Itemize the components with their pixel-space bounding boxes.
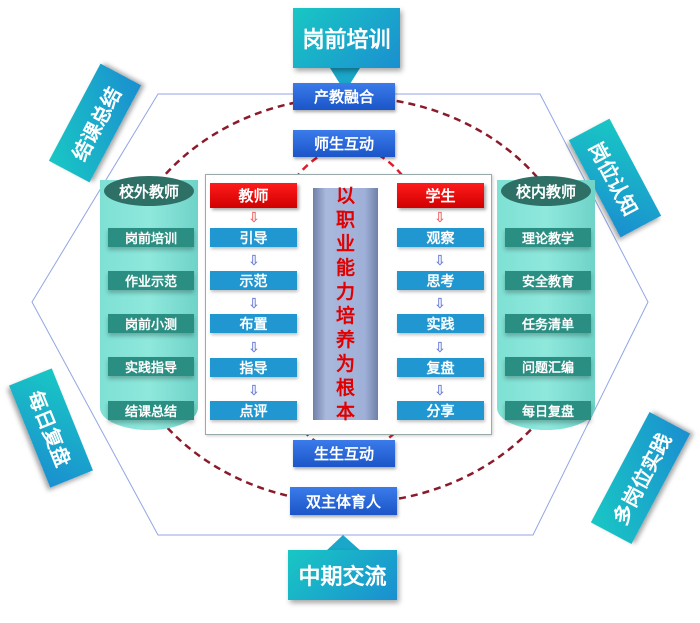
teacher-step: 指导 [210, 358, 297, 377]
right-cylinder-title: 校内教师 [501, 176, 591, 206]
left-item: 岗前培训 [108, 228, 194, 247]
teacher-step: 示范 [210, 271, 297, 290]
right-item: 安全教育 [505, 271, 591, 290]
left-item: 实践指导 [108, 357, 194, 376]
teacher-step: 布置 [210, 314, 297, 333]
teacher-step: 引导 [210, 228, 297, 247]
pillar-text: 以职业能力培养为根本 [335, 185, 355, 423]
callout-bottom: 中期交流 [288, 550, 397, 600]
left-cylinder: 校外教师 岗前培训 作业示范 岗前小测 实践指导 结课总结 [100, 176, 198, 430]
right-item: 理论教学 [505, 228, 591, 247]
student-step: 实践 [397, 314, 484, 333]
student-header: 学生 [397, 183, 484, 208]
left-item: 作业示范 [108, 271, 194, 290]
callout-pointer-bottom [325, 535, 362, 552]
arrow-down-icon: ⇩ [248, 383, 260, 399]
callout-pointer-top [330, 68, 360, 92]
arrow-down-icon: ⇩ [248, 210, 260, 226]
ring-label-outer-top: 产教融合 [293, 83, 395, 110]
student-step: 观察 [397, 228, 484, 247]
ring-label-outer-bottom: 双主体育人 [290, 487, 397, 515]
student-step: 分享 [397, 401, 484, 420]
right-cylinder: 校内教师 理论教学 安全教育 任务清单 问题汇编 每日复盘 [497, 176, 595, 430]
arrow-down-icon: ⇩ [248, 296, 260, 312]
right-item: 任务清单 [505, 314, 591, 333]
center-pillar: 以职业能力培养为根本 [313, 185, 378, 423]
arrow-down-icon: ⇩ [248, 253, 260, 269]
arrow-down-icon: ⇩ [434, 253, 446, 269]
left-cylinder-title: 校外教师 [104, 176, 194, 206]
arrow-down-icon: ⇩ [434, 210, 446, 226]
student-step: 复盘 [397, 358, 484, 377]
ring-label-inner-top: 师生互动 [293, 130, 395, 157]
hexagon [31, 93, 649, 536]
callout-top: 岗前培训 [293, 8, 400, 68]
teacher-step: 点评 [210, 401, 297, 420]
left-item: 岗前小测 [108, 314, 194, 333]
right-item: 每日复盘 [505, 401, 591, 420]
arrow-down-icon: ⇩ [434, 383, 446, 399]
right-item: 问题汇编 [505, 357, 591, 376]
ring-label-inner-bottom: 生生互动 [293, 440, 395, 467]
arrow-down-icon: ⇩ [434, 296, 446, 312]
teacher-header: 教师 [210, 183, 297, 208]
arrow-down-icon: ⇩ [248, 340, 260, 356]
arrow-down-icon: ⇩ [434, 340, 446, 356]
left-item: 结课总结 [108, 401, 194, 420]
student-step: 思考 [397, 271, 484, 290]
